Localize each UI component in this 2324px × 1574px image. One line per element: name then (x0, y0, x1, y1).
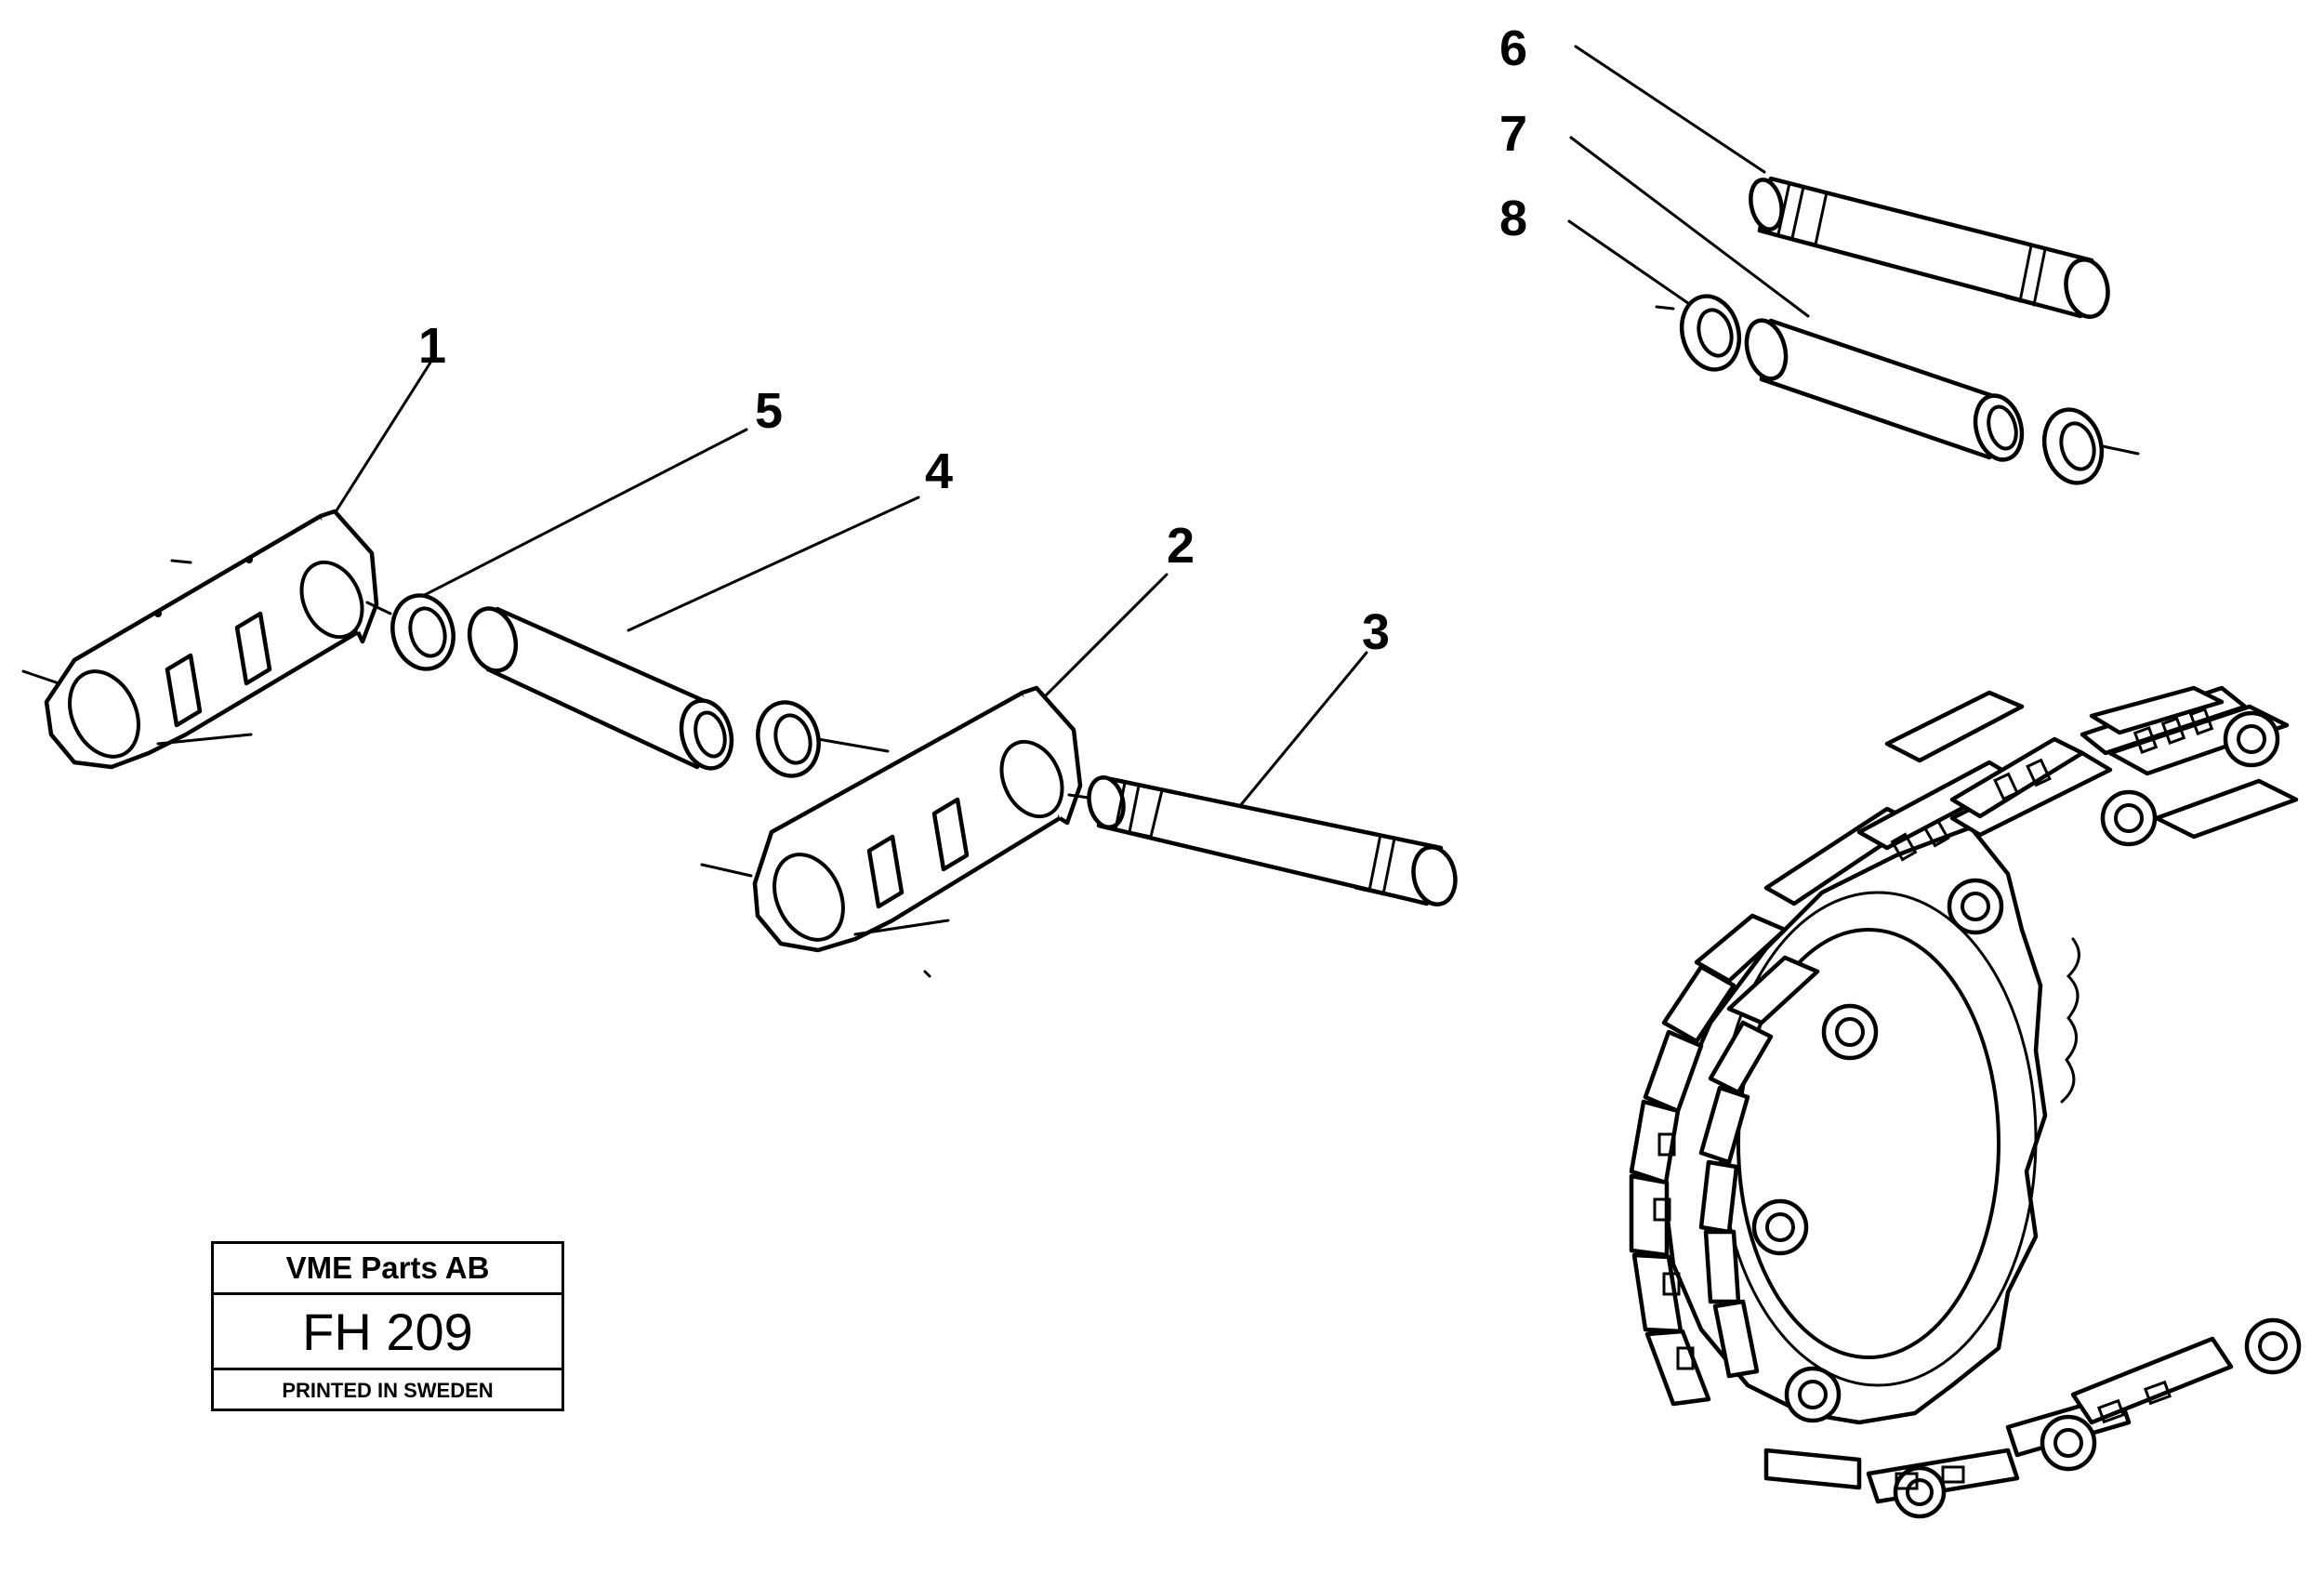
stamp-company-name: VME Parts AB (214, 1244, 561, 1295)
track-link-part-2 (700, 685, 1103, 978)
seal-ring-right (756, 700, 890, 778)
pin-part-3 (1087, 775, 1458, 906)
callout-8: 8 (1499, 191, 1527, 246)
publisher-stamp: VME Parts AB FH 209 PRINTED IN SWEDEN (211, 1241, 564, 1411)
seal-ring-part-8 (1655, 294, 1742, 372)
stamp-figure-code: FH 209 (214, 1295, 561, 1370)
pin-part-6 (1749, 176, 2110, 319)
track-chain-assembly (1629, 685, 2302, 1519)
stamp-printed-in: PRINTED IN SWEDEN (282, 1379, 494, 1402)
bushing-part-7 (1744, 318, 2025, 462)
callout-4: 4 (925, 443, 953, 499)
callout-5: 5 (755, 383, 783, 439)
callout-1: 1 (418, 318, 446, 374)
leader-lines (324, 45, 1810, 809)
seal-ring-top-right (2041, 407, 2140, 485)
bushing-part-4 (467, 606, 734, 771)
callout-labels: 1 2 3 4 5 6 7 8 (418, 20, 1527, 660)
callout-2: 2 (1167, 518, 1195, 574)
track-link-part-1 (21, 509, 392, 770)
callout-3: 3 (1362, 604, 1390, 660)
callout-6: 6 (1499, 20, 1527, 76)
seal-ring-part-5 (390, 593, 456, 671)
callout-7: 7 (1499, 106, 1527, 162)
